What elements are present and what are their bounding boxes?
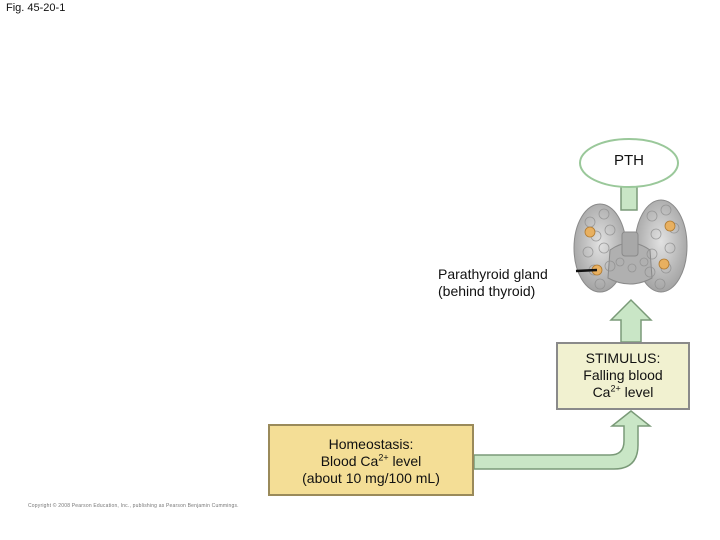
pth-label: PTH: [614, 152, 644, 169]
parathyroid-node: [658, 258, 670, 270]
parathyroid-gland-illustration: [573, 199, 688, 293]
homeostasis-to-stimulus-arrow: [473, 410, 653, 470]
stimulus-line3: Ca2+ level: [592, 383, 654, 400]
parathyroid-gland-label: Parathyroid gland (behind thyroid): [438, 266, 548, 300]
stimulus-to-gland-arrow: [609, 298, 653, 343]
pth-ellipse: [579, 138, 679, 188]
homeostasis-line2: Blood Ca2+ level: [320, 452, 422, 469]
figure-label: Fig. 45-20-1: [6, 2, 66, 14]
gland-label-line1: Parathyroid gland: [438, 266, 548, 282]
gland-label-line2: (behind thyroid): [438, 283, 536, 299]
stimulus-line2: Falling blood: [583, 367, 663, 383]
parathyroid-node: [664, 220, 676, 232]
gland-leader-line: [575, 268, 598, 273]
copyright-notice: Copyright © 2008 Pearson Education, Inc.…: [28, 503, 239, 509]
stimulus-box: STIMULUS: Falling blood Ca2+ level: [556, 342, 690, 410]
homeostasis-box: Homeostasis: Blood Ca2+ level (about 10 …: [268, 424, 474, 496]
homeostasis-line3: (about 10 mg/100 mL): [302, 470, 440, 486]
stimulus-title: STIMULUS:: [585, 350, 661, 366]
parathyroid-node: [584, 226, 596, 238]
homeostasis-title: Homeostasis:: [328, 436, 414, 452]
